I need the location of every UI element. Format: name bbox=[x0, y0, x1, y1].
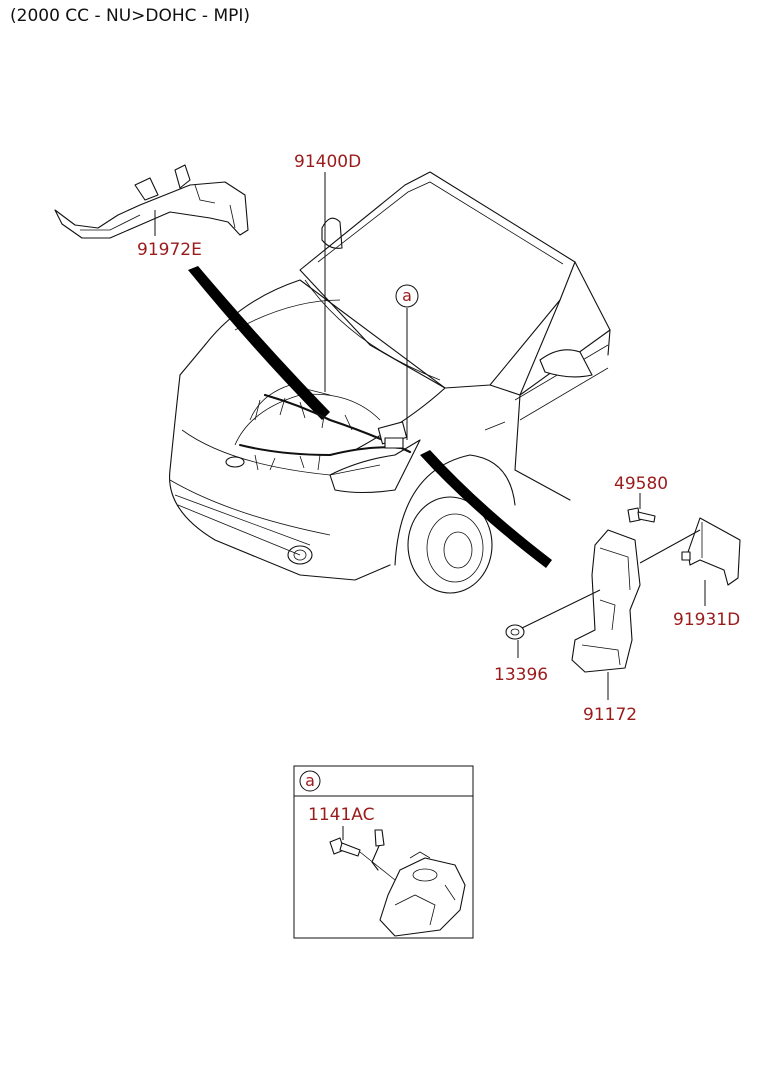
detail-box-letter: a bbox=[305, 771, 315, 790]
harness-route-band-lower bbox=[420, 450, 552, 568]
cover-91172 bbox=[571, 529, 641, 673]
vehicle-illustration bbox=[169, 171, 611, 594]
detail-ref-letter: a bbox=[402, 286, 412, 305]
label-91931d: 91931D bbox=[673, 610, 740, 630]
label-13396: 13396 bbox=[494, 665, 548, 685]
nut-13396 bbox=[505, 624, 525, 640]
label-91172: 91172 bbox=[583, 705, 637, 725]
label-1141ac: 1141AC bbox=[308, 805, 374, 825]
leader-lines bbox=[154, 172, 706, 700]
label-91972e: 91972E bbox=[137, 240, 202, 260]
harness-route-band-upper bbox=[188, 266, 330, 420]
main-wire-harness bbox=[239, 393, 412, 471]
detail-box: a 1141AC bbox=[293, 765, 474, 939]
label-91400d: 91400D bbox=[294, 152, 361, 172]
detail-ref-circle bbox=[395, 284, 419, 308]
bracket-91931d bbox=[681, 517, 741, 586]
bolt-49580 bbox=[627, 507, 656, 523]
label-49580: 49580 bbox=[614, 474, 668, 494]
harness-bracket-91972e bbox=[54, 164, 249, 239]
engine-spec-title: (2000 CC - NU>DOHC - MPI) bbox=[10, 6, 251, 26]
